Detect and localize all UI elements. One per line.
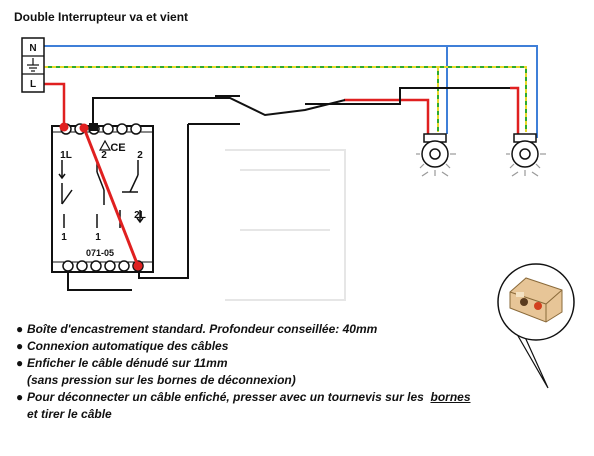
neutral-wire — [44, 45, 538, 138]
note-item: ●Connexion automatique des câbles — [16, 338, 471, 355]
switched-terminal — [89, 123, 98, 131]
note-continuation: (sans pression sur les bornes de déconne… — [27, 373, 296, 387]
note-text: Connexion automatique des câbles — [27, 339, 229, 353]
label-2l: 2L — [134, 210, 146, 221]
switch-module: CE 1L 2 2 2L 1 1 071-05 — [51, 122, 154, 273]
bullet-icon: ● — [16, 322, 24, 336]
terminal-n-label: N — [29, 43, 36, 54]
zoom-callout — [497, 263, 575, 389]
note-underlined-term: bornes — [430, 390, 471, 404]
label-1-left: 1 — [61, 232, 67, 243]
terminal-l-label: L — [30, 79, 36, 90]
terminal-closeup-icon — [509, 277, 563, 323]
note-continuation: et tirer le câble — [27, 407, 112, 421]
faint-sketch — [225, 149, 346, 301]
earth-wire — [44, 66, 527, 132]
notes-list: ●Boîte d'encastrement standard. Profonde… — [16, 321, 471, 423]
note-item: ●Pour déconnecter un câble enfiché, pres… — [16, 389, 471, 406]
page-title: Double Interrupteur va et vient — [14, 10, 189, 24]
note-item: ●Boîte d'encastrement standard. Profonde… — [16, 321, 471, 338]
bullet-icon: ● — [16, 339, 24, 353]
lamp-icon — [506, 133, 546, 177]
ce-mark: CE — [110, 142, 125, 154]
label-1-right: 1 — [95, 232, 101, 243]
note-text: Enficher le câble dénudé sur 11mm — [27, 356, 228, 370]
bullet-icon: ● — [16, 390, 24, 404]
model-number: 071-05 — [86, 248, 114, 258]
terminal-block: N L — [21, 37, 45, 93]
switched-wires — [67, 87, 510, 291]
label-2-right: 2 — [137, 150, 143, 161]
note-item: ●Enficher le câble dénudé sur 11mm — [16, 355, 471, 372]
earth-ground-icon — [27, 58, 39, 72]
live-terminal-dot — [59, 122, 69, 132]
label-2-left: 2 — [101, 150, 107, 161]
note-text: Pour déconnecter un câble enfiché, press… — [27, 390, 424, 404]
label-1l: 1L — [60, 150, 72, 161]
note-text: Boîte d'encastrement standard. Profondeu… — [27, 322, 378, 336]
lamp-icon — [416, 133, 456, 177]
warning-icon — [98, 139, 112, 151]
bullet-icon: ● — [16, 356, 24, 370]
live-bridge-wire — [82, 127, 140, 267]
